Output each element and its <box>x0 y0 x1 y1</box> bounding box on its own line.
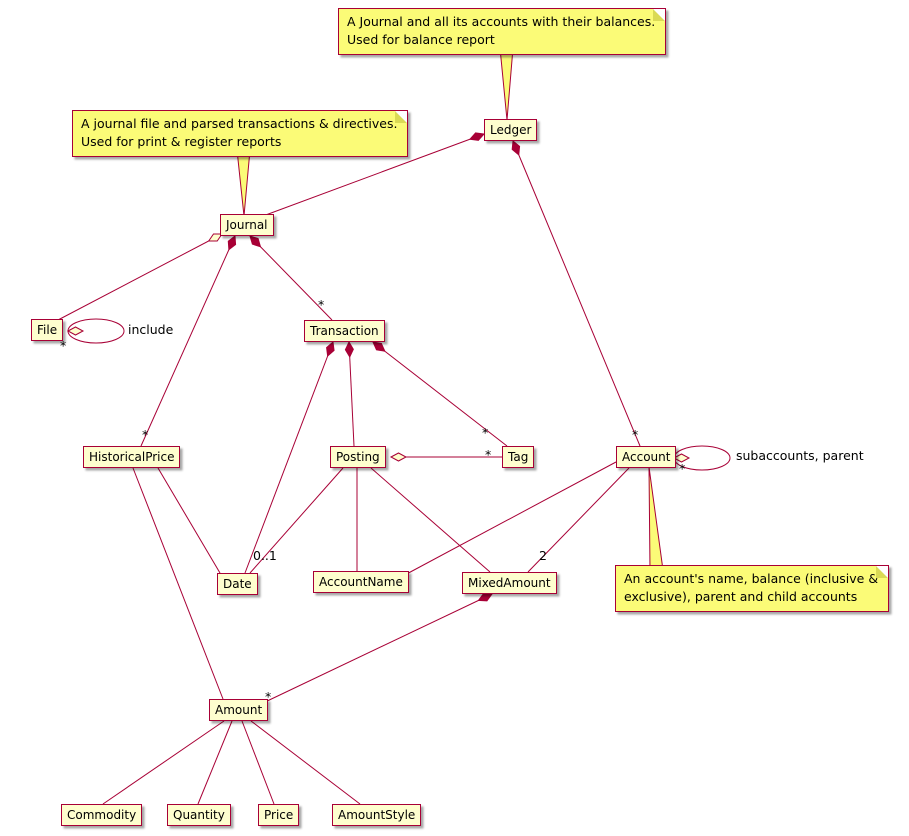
note-account-text: An account's name, balance (inclusive & … <box>624 571 879 605</box>
class-account: Account <box>616 446 677 468</box>
edge-mixedamount-amount <box>262 593 493 704</box>
edge-transaction-posting <box>348 341 355 447</box>
edge-journal-file <box>57 233 223 321</box>
edge-account-mixedamount <box>527 467 630 573</box>
edge-journal-historicalprice <box>140 235 236 447</box>
multiplicity-journal-historicalprice: * <box>142 427 149 442</box>
multiplicity-account-account: * <box>679 461 686 476</box>
note-connector-account-note <box>648 466 664 571</box>
aggregation-diamond-file <box>66 326 85 336</box>
class-tag: Tag <box>502 446 535 468</box>
edge-account-accountname <box>400 461 617 578</box>
edge-ledger-journal <box>262 133 485 217</box>
composition-diamond-ledger <box>468 132 485 141</box>
edge-historicalprice-date <box>157 467 221 574</box>
edge-historicalprice-amount <box>132 467 224 700</box>
class-file: File <box>31 319 64 341</box>
note-journal-text: A journal file and parsed transactions &… <box>81 116 398 150</box>
edge-posting-date <box>249 467 344 574</box>
edge-posting-mixedamount <box>370 467 491 573</box>
aggregation-diamond-posting <box>389 452 408 462</box>
edge-journal-transaction <box>249 235 333 321</box>
edge-transaction-date <box>244 341 334 574</box>
composition-diamond-transaction <box>344 340 354 359</box>
composition-diamond-journal <box>249 235 262 248</box>
multiplicity-ledger-account: * <box>632 427 639 442</box>
class-amountstyle: AmountStyle <box>332 804 422 826</box>
note-ledger: A Journal and all its accounts with thei… <box>338 8 667 56</box>
edge-amount-quantity <box>197 720 233 805</box>
class-journal: Journal <box>220 214 274 236</box>
edge-amount-price <box>241 720 275 805</box>
label-subaccounts-parent: subaccounts, parent <box>736 448 864 463</box>
class-quantity: Quantity <box>167 804 231 826</box>
class-ledger: Ledger <box>484 119 538 141</box>
class-accountname: AccountName <box>313 571 409 593</box>
multiplicity-transaction-tag: * <box>482 425 489 440</box>
class-mixedamount: MixedAmount <box>462 572 557 594</box>
class-historicalprice: HistoricalPrice <box>83 446 181 468</box>
class-posting: Posting <box>330 446 386 468</box>
edge-transaction-tag <box>372 341 508 447</box>
label-include: include <box>128 322 174 337</box>
composition-diamond-transaction <box>372 341 386 352</box>
composition-diamond-journal <box>227 235 237 251</box>
note-ledger-text: A Journal and all its accounts with thei… <box>347 14 656 48</box>
multiplicity-posting-tag: * <box>485 447 492 462</box>
note-account: An account's name, balance (inclusive & … <box>615 565 890 613</box>
edge-amount-amountstyle <box>250 720 361 805</box>
multiplicity-file-file: * <box>60 338 67 353</box>
multiplicity-mixedamount-amount: * <box>265 689 272 704</box>
class-price: Price <box>258 804 300 826</box>
aggregation-diamond-account <box>672 453 691 463</box>
class-transaction: Transaction <box>304 320 385 342</box>
edge-amount-commodity <box>102 720 225 805</box>
class-amount: Amount <box>209 699 269 721</box>
class-commodity: Commodity <box>61 804 143 826</box>
note-connector-journal-note <box>236 149 251 217</box>
composition-diamond-transaction <box>326 341 335 358</box>
composition-diamond-ledger <box>511 140 521 156</box>
multiplicity-journal-transaction: * <box>318 297 325 312</box>
multiplicity-transaction-date: 0..1 <box>253 548 277 563</box>
multiplicity-account-mixedamount: 2 <box>539 548 547 563</box>
class-date: Date <box>217 573 258 595</box>
edge-ledger-account <box>512 140 641 447</box>
note-journal: A journal file and parsed transactions &… <box>72 110 409 158</box>
note-connector-ledger-note <box>499 47 514 121</box>
aggregation-diamond-journal <box>207 233 223 242</box>
